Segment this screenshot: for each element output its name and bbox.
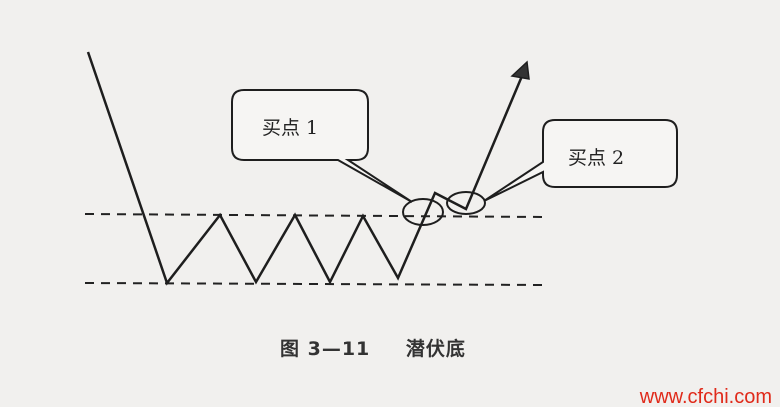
price-line — [86, 51, 524, 286]
figure-title: 潜伏底 — [405, 338, 466, 360]
support-dashed-line — [84, 282, 546, 286]
buy-point-2-label: 买点 2 — [568, 147, 625, 169]
figure-caption: 图 3—11 潜伏底 — [280, 334, 466, 361]
arrowhead-icon — [510, 60, 530, 80]
resistance-dashed-line — [84, 213, 546, 218]
callout-1-bubble — [231, 89, 413, 203]
figure-number: 图 3—11 — [280, 338, 371, 360]
buy-point-1-circle — [402, 198, 444, 226]
callout-2-bubble — [483, 119, 678, 202]
buy-point-2-circle — [446, 191, 486, 215]
watermark: www.cfchi.com — [639, 386, 772, 407]
buy-point-1-label: 买点 1 — [262, 117, 319, 139]
